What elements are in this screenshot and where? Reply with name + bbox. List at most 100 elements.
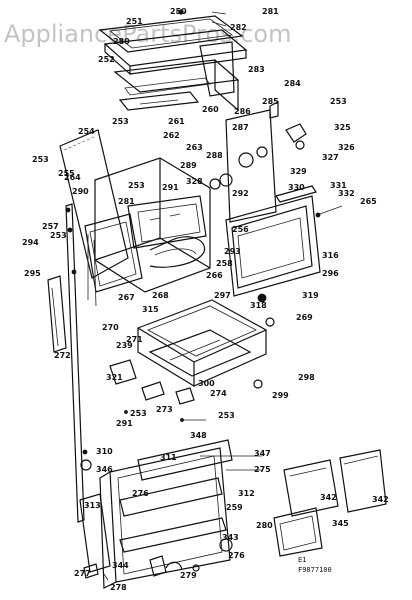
side-panels [273,449,387,557]
part-label: 311 [160,453,177,462]
part-label: 297 [214,291,231,300]
part-label: 329 [290,167,307,176]
oven-door [225,185,343,327]
part-label: 343 [222,533,239,542]
part-label: 289 [180,161,197,170]
part-label: 319 [302,291,319,300]
part-label: 292 [232,189,249,198]
part-label: 347 [254,449,271,458]
part-label: 264 [64,173,81,182]
part-label: 328 [186,177,203,186]
part-label: 348 [190,431,207,440]
part-label: 279 [180,571,197,580]
rear-panel [209,101,307,223]
left-side-panel [47,129,129,523]
part-label: 277 [74,569,91,578]
part-label: 269 [296,313,313,322]
part-label: 263 [186,143,203,152]
part-label: 286 [234,107,251,116]
part-label: 253 [112,117,129,126]
part-label: 299 [272,391,289,400]
part-label: 251 [126,17,143,26]
part-label: 285 [262,97,279,106]
part-label: 342 [372,495,389,504]
part-label: 276 [228,551,245,560]
part-label: 326 [338,143,355,152]
part-label: 275 [254,465,271,474]
part-label: 267 [118,293,135,302]
part-label: 262 [163,131,180,140]
part-label: 281 [262,7,279,16]
top-panel-assembly [98,9,248,112]
part-label: 254 [78,127,95,136]
part-label: 266 [206,271,223,280]
part-label: 313 [84,501,101,510]
drawing-code-line1: E1 [298,556,306,564]
part-label: 255 [58,169,75,178]
part-label: 261 [168,117,185,126]
part-label: 274 [210,389,227,398]
part-label: 239 [116,341,133,350]
oven-cavity [84,157,211,307]
part-label: 273 [156,405,173,414]
part-label: 321 [106,373,123,382]
part-label: 316 [322,251,339,260]
part-label: 287 [232,123,249,132]
part-label: 253 [32,155,49,164]
part-label: 315 [142,305,159,314]
part-label: 298 [298,373,315,382]
storage-drawer [79,439,262,589]
part-label: 280 [113,37,130,46]
part-label: 253 [218,411,235,420]
part-label: 342 [320,493,337,502]
part-label: 259 [226,503,243,512]
part-label: 284 [284,79,301,88]
part-label: 346 [96,465,113,474]
part-label: 265 [360,197,377,206]
part-label: 300 [198,379,215,388]
part-label: 312 [238,489,255,498]
part-label: 330 [288,183,305,192]
part-label: 268 [152,291,169,300]
part-label: 276 [132,489,149,498]
part-label: 296 [322,269,339,278]
part-label: 271 [126,335,143,344]
part-label: 258 [216,259,233,268]
part-label: 332 [338,189,355,198]
part-label: 272 [54,351,71,360]
part-label: 278 [110,583,127,592]
part-label: 257 [42,222,59,231]
part-label: 327 [322,153,339,162]
part-label: 345 [332,519,349,528]
part-label: 294 [22,238,39,247]
part-label: 291 [116,419,133,428]
bottom-pan [109,299,268,422]
part-label: 288 [206,151,223,160]
part-label: 253 [50,231,67,240]
part-label: 290 [72,187,89,196]
part-label: 253 [128,181,145,190]
part-label: 295 [24,269,41,278]
part-label: 252 [98,55,115,64]
part-label: 318 [250,301,267,310]
drawing-code-line2: F9877100 [298,566,332,574]
part-label: 281 [118,197,135,206]
part-label: 260 [202,105,219,114]
part-label: 325 [334,123,351,132]
part-label: 280 [256,521,273,530]
part-label: 250 [170,7,187,16]
part-label: 253 [330,97,347,106]
part-label: 291 [162,183,179,192]
part-label: 344 [112,561,129,570]
part-label: 256 [232,225,249,234]
part-label: 293 [224,247,241,256]
part-label: 331 [330,181,347,190]
part-label: 282 [230,23,247,32]
part-label: 253 [130,409,147,418]
part-label: 283 [248,65,265,74]
part-label: 270 [102,323,119,332]
part-label: 310 [96,447,113,456]
